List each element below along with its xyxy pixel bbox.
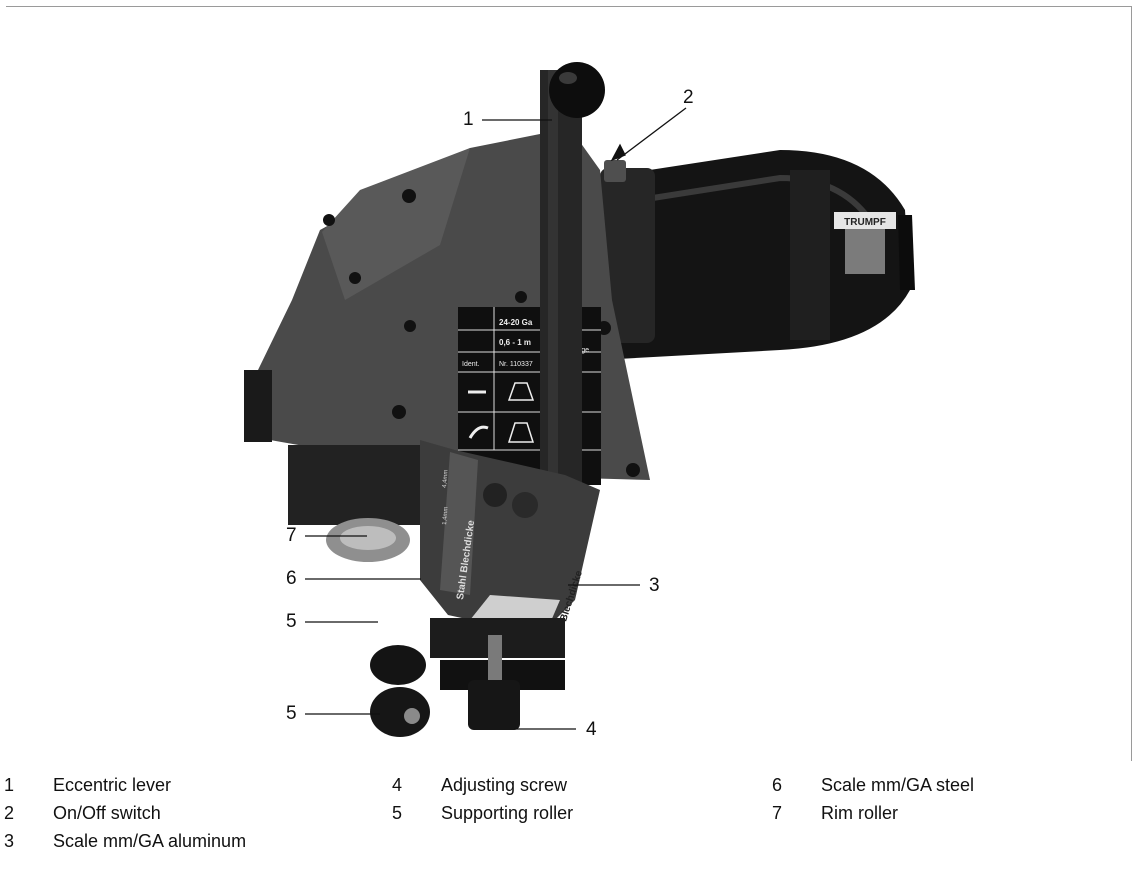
callout-supporting-roller-lower: 5 <box>286 703 297 724</box>
legend-label: On/Off switch <box>53 803 161 823</box>
switch-ring <box>600 168 655 343</box>
plate-line-1: 24-20 Ga <box>499 318 533 327</box>
side-block <box>244 370 272 442</box>
adjusting-screw <box>468 635 520 730</box>
figure-frame <box>6 6 1132 761</box>
callout-on-off-switch: 2 <box>683 87 694 108</box>
legend-label: Adjusting screw <box>441 775 568 795</box>
callout-adjusting-screw: 4 <box>586 719 597 740</box>
leader-lines <box>305 107 687 730</box>
legend-label: Eccentric lever <box>53 775 172 795</box>
callout-rim-roller: 7 <box>286 525 297 546</box>
legend-number: 2 <box>4 803 15 823</box>
machine-illustration: TRUMPF 24-20 Ga 0,6 - 1 m Ident. Nr. 110… <box>244 62 915 737</box>
legend-number: 7 <box>772 803 783 823</box>
plate-line-4: Nr. 110337 <box>499 361 533 368</box>
scale-mark-1: 4,4mm <box>442 469 450 488</box>
legend-number: 5 <box>392 803 403 823</box>
lower-head: Stahl Blechdicke Alu Blechdicke 4,4mm 1,… <box>420 440 600 641</box>
callout-supporting-roller-upper: 5 <box>286 611 297 632</box>
callout-eccentric-lever: 1 <box>463 109 474 130</box>
plate-line-2: 0,6 - 1 m <box>499 338 531 347</box>
legend-label: Rim roller <box>821 803 899 823</box>
brand-label: TRUMPF <box>834 212 896 274</box>
legend-number: 4 <box>392 775 403 795</box>
motor-housing <box>598 150 915 360</box>
legend: 1 Eccentric lever 2 On/Off switch 3 Scal… <box>0 762 1135 886</box>
back-body <box>322 148 470 300</box>
callout-scale-aluminum: 3 <box>649 575 660 596</box>
eccentric-lever <box>540 62 605 540</box>
legend-label: Scale mm/GA aluminum <box>53 831 247 851</box>
on-off-switch <box>604 160 626 182</box>
scale-mark-2: 1,4mm <box>442 506 450 525</box>
legend-number: 3 <box>4 831 15 851</box>
legend-label: Scale mm/GA steel <box>821 775 975 795</box>
legend-label: Supporting roller <box>441 803 574 823</box>
rim-roller <box>288 445 420 562</box>
legend-number: 1 <box>4 775 15 795</box>
callout-scale-steel: 6 <box>286 568 297 589</box>
supporting-rollers <box>370 618 565 737</box>
plate-line-3: Ident. <box>462 361 480 368</box>
brand-text: TRUMPF <box>844 217 886 228</box>
legend-number: 6 <box>772 775 783 795</box>
